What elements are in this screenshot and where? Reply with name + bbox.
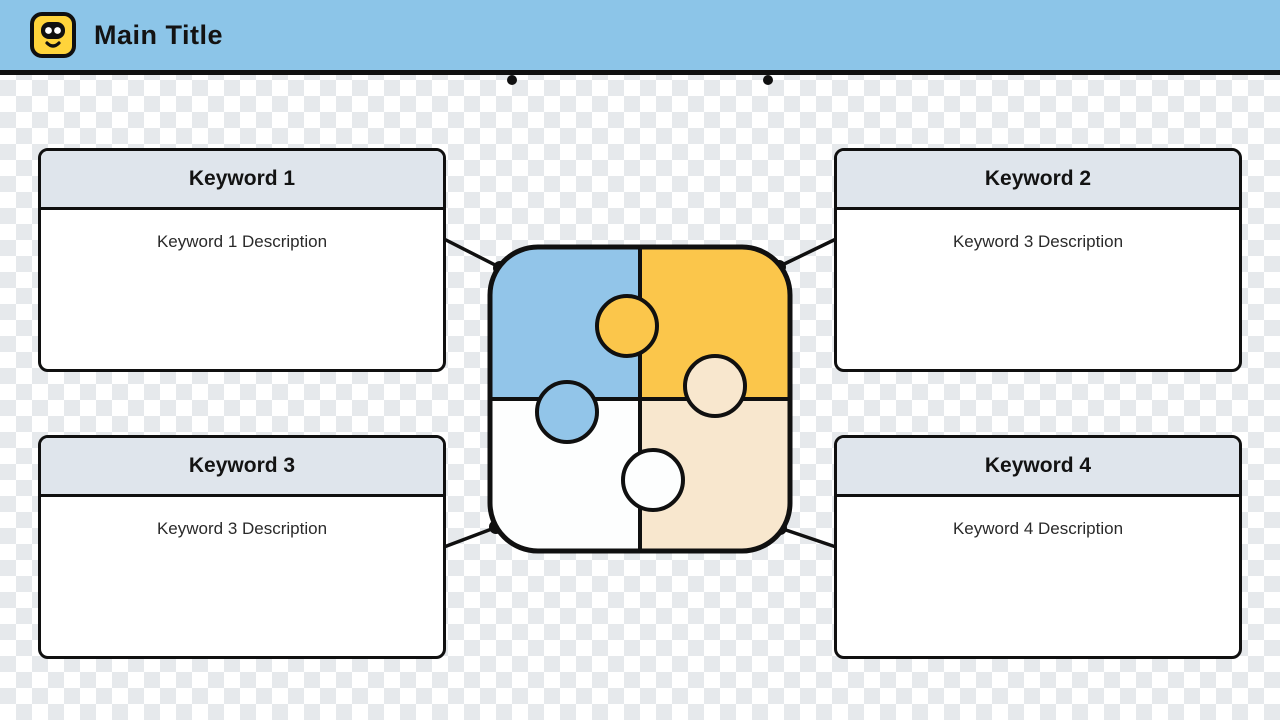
keyword-card-2-description: Keyword 3 Description	[952, 232, 1124, 251]
keyword-card-1-description: Keyword 1 Description	[156, 232, 328, 251]
header-dot-left	[507, 75, 517, 85]
puzzle-graphic	[487, 244, 793, 554]
logo	[30, 12, 76, 58]
header-dot-right	[763, 75, 773, 85]
page-title: Main Title	[94, 19, 224, 50]
keyword-card-3-title: Keyword 3	[41, 438, 443, 497]
keyword-card-1-title: Keyword 1	[41, 151, 443, 210]
keyword-card-2: Keyword 2 Keyword 3 Description	[834, 148, 1242, 372]
puzzle-knob-top	[595, 294, 659, 358]
keyword-card-4: Keyword 4 Keyword 4 Description	[834, 435, 1242, 659]
keyword-card-4-description: Keyword 4 Description	[952, 519, 1124, 538]
puzzle-icon	[487, 244, 793, 554]
keyword-card-3: Keyword 3 Keyword 3 Description	[38, 435, 446, 659]
keyword-card-3-description: Keyword 3 Description	[156, 519, 328, 538]
keyword-card-4-title: Keyword 4	[837, 438, 1239, 497]
puzzle-knob-left	[535, 380, 599, 444]
puzzle-knob-right	[683, 354, 747, 418]
keyword-card-2-title: Keyword 2	[837, 151, 1239, 210]
header-bar: Main Title	[0, 0, 1280, 75]
keyword-card-1: Keyword 1 Keyword 1 Description	[38, 148, 446, 372]
puzzle-knob-bottom	[621, 448, 685, 512]
mascot-face-icon	[30, 12, 76, 58]
